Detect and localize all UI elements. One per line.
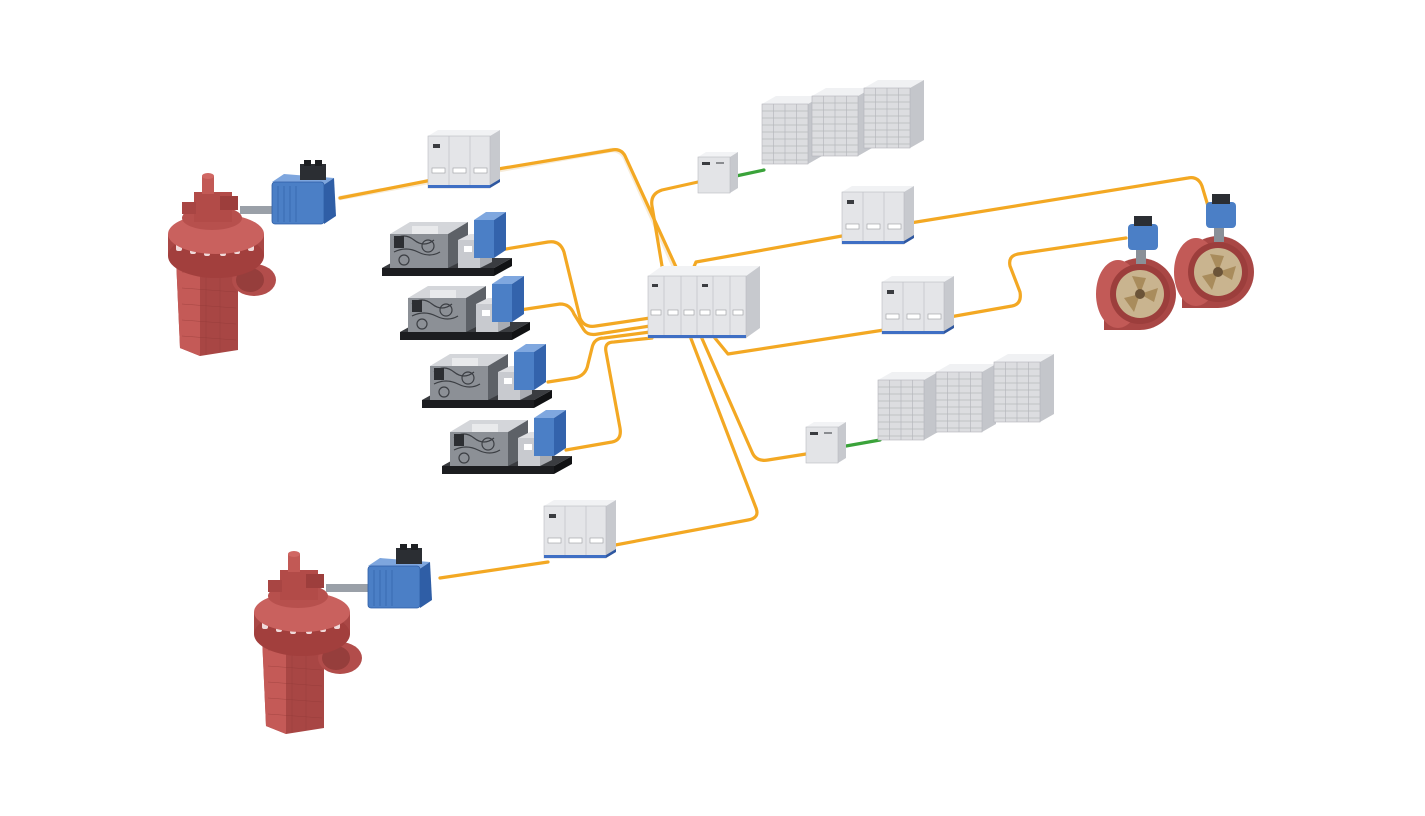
diesel-generator-set-4 <box>441 409 573 475</box>
cable-switchboard-cabinet-b <box>608 334 759 548</box>
tunnel-thruster-2 <box>1174 194 1254 308</box>
cable-genset3 <box>546 330 652 384</box>
battery-rack-icon <box>811 87 873 157</box>
cable-genset1 <box>498 240 652 328</box>
cable-switchboard-dcdc-bottom <box>698 332 808 462</box>
cable-genset2 <box>518 302 652 337</box>
battery-bank-bottom <box>877 353 1055 441</box>
battery-rack-icon <box>877 371 939 441</box>
cable-cabinet-a-switchboard <box>490 148 684 282</box>
converter-cabinet-a <box>427 129 501 189</box>
dc-cable-top <box>734 168 766 178</box>
converter-cabinet-b <box>543 499 617 559</box>
propulsion-motor-2 <box>367 543 433 609</box>
battery-bank-top <box>761 79 925 165</box>
cable-cabinet-e-tunnel1 <box>942 236 1128 320</box>
dc-cable-bottom <box>844 438 882 448</box>
dc-cables <box>734 168 882 448</box>
tunnel-thruster-1 <box>1096 216 1176 330</box>
main-switchboard <box>647 266 760 339</box>
cable-switchboard-dcdc-top <box>650 180 700 280</box>
cable-cabinet-d-tunnel2 <box>902 176 1216 228</box>
azimuth-thruster-1 <box>167 172 287 357</box>
diesel-generator-set-1 <box>381 211 513 277</box>
cable-cabinet-b-motor2 <box>438 560 550 580</box>
dc-dc-converter-bottom <box>805 421 847 464</box>
cable-switchboard-cabinet-e <box>708 328 886 356</box>
battery-rack-icon <box>993 353 1055 423</box>
dc-dc-converter-top <box>697 151 739 194</box>
diesel-generator-set-2 <box>399 275 531 341</box>
azimuth-thruster-2 <box>253 550 373 735</box>
cable-genset4 <box>564 336 654 452</box>
battery-rack-icon <box>935 363 997 433</box>
converter-cabinet-e <box>881 275 955 335</box>
propulsion-motor-1 <box>271 159 337 225</box>
cable-motor1-cabinet-a <box>338 178 434 200</box>
battery-rack-icon <box>863 79 925 149</box>
diesel-generator-set-3 <box>421 343 553 409</box>
converter-cabinet-d <box>841 185 915 245</box>
